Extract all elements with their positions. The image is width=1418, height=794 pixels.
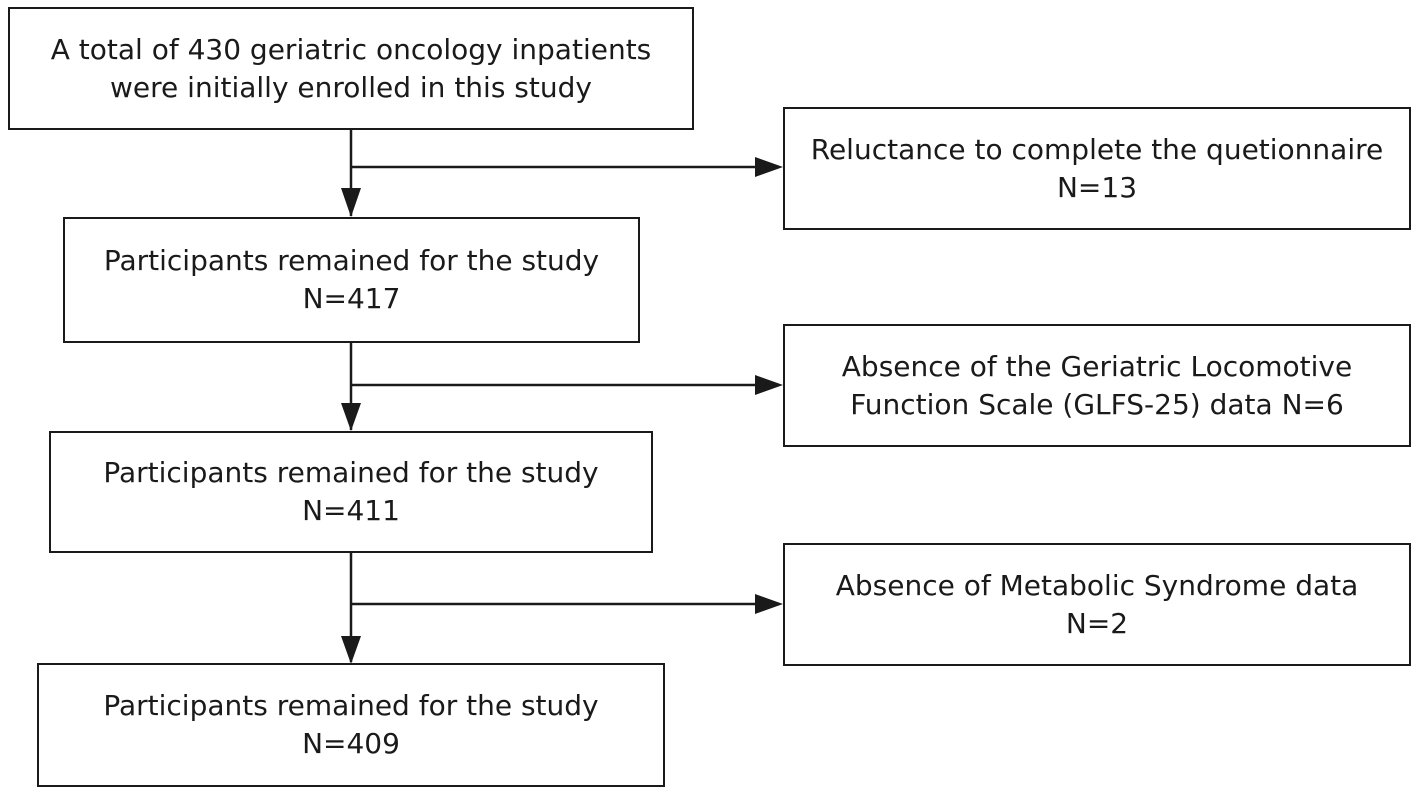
remaining-box-411: Participants remained for the study N=41… bbox=[49, 431, 653, 553]
exclusion-questionnaire-reason: Reluctance to complete the quetionnaire bbox=[810, 132, 1384, 166]
enrollment-box: A total of 430 geriatric oncology inpati… bbox=[8, 7, 694, 130]
remaining-409-count: N=409 bbox=[302, 727, 400, 760]
remaining-411-label: Participants remained for the study bbox=[103, 456, 599, 489]
enrollment-line-2: were initially enrolled in this study bbox=[110, 70, 592, 104]
down-arrowhead-3 bbox=[341, 636, 361, 664]
exclusion-metabolic-count: N=2 bbox=[1065, 606, 1129, 640]
exclusion-questionnaire-count: N=13 bbox=[1056, 170, 1138, 204]
enrollment-line-1: A total of 430 geriatric oncology inpati… bbox=[50, 32, 652, 66]
remaining-409-label: Participants remained for the study bbox=[103, 689, 599, 722]
remaining-417-count: N=417 bbox=[302, 282, 401, 315]
exclusion-arrowhead-1 bbox=[755, 157, 783, 177]
exclusion-box-metabolic: Absence of Metabolic Syndrome data N=2 bbox=[783, 543, 1411, 666]
remaining-box-417: Participants remained for the study N=41… bbox=[63, 217, 640, 343]
remaining-box-409: Participants remained for the study N=40… bbox=[37, 663, 665, 787]
exclusion-box-questionnaire: Reluctance to complete the quetionnaire … bbox=[783, 107, 1411, 230]
down-arrowhead-1 bbox=[341, 188, 361, 217]
exclusion-box-glfs: Absence of the Geriatric Locomotive Func… bbox=[783, 324, 1411, 447]
exclusion-arrowhead-2 bbox=[755, 375, 783, 395]
down-arrowhead-2 bbox=[341, 403, 361, 431]
remaining-411-count: N=411 bbox=[302, 494, 400, 527]
exclusion-glfs-line-1: Absence of the Geriatric Locomotive bbox=[841, 349, 1353, 383]
exclusion-metabolic-reason: Absence of Metabolic Syndrome data bbox=[835, 568, 1359, 602]
remaining-417-label: Participants remained for the study bbox=[103, 244, 600, 277]
exclusion-arrowhead-3 bbox=[755, 594, 783, 614]
exclusion-glfs-line-2: Function Scale (GLFS-25) data N=6 bbox=[850, 387, 1344, 421]
